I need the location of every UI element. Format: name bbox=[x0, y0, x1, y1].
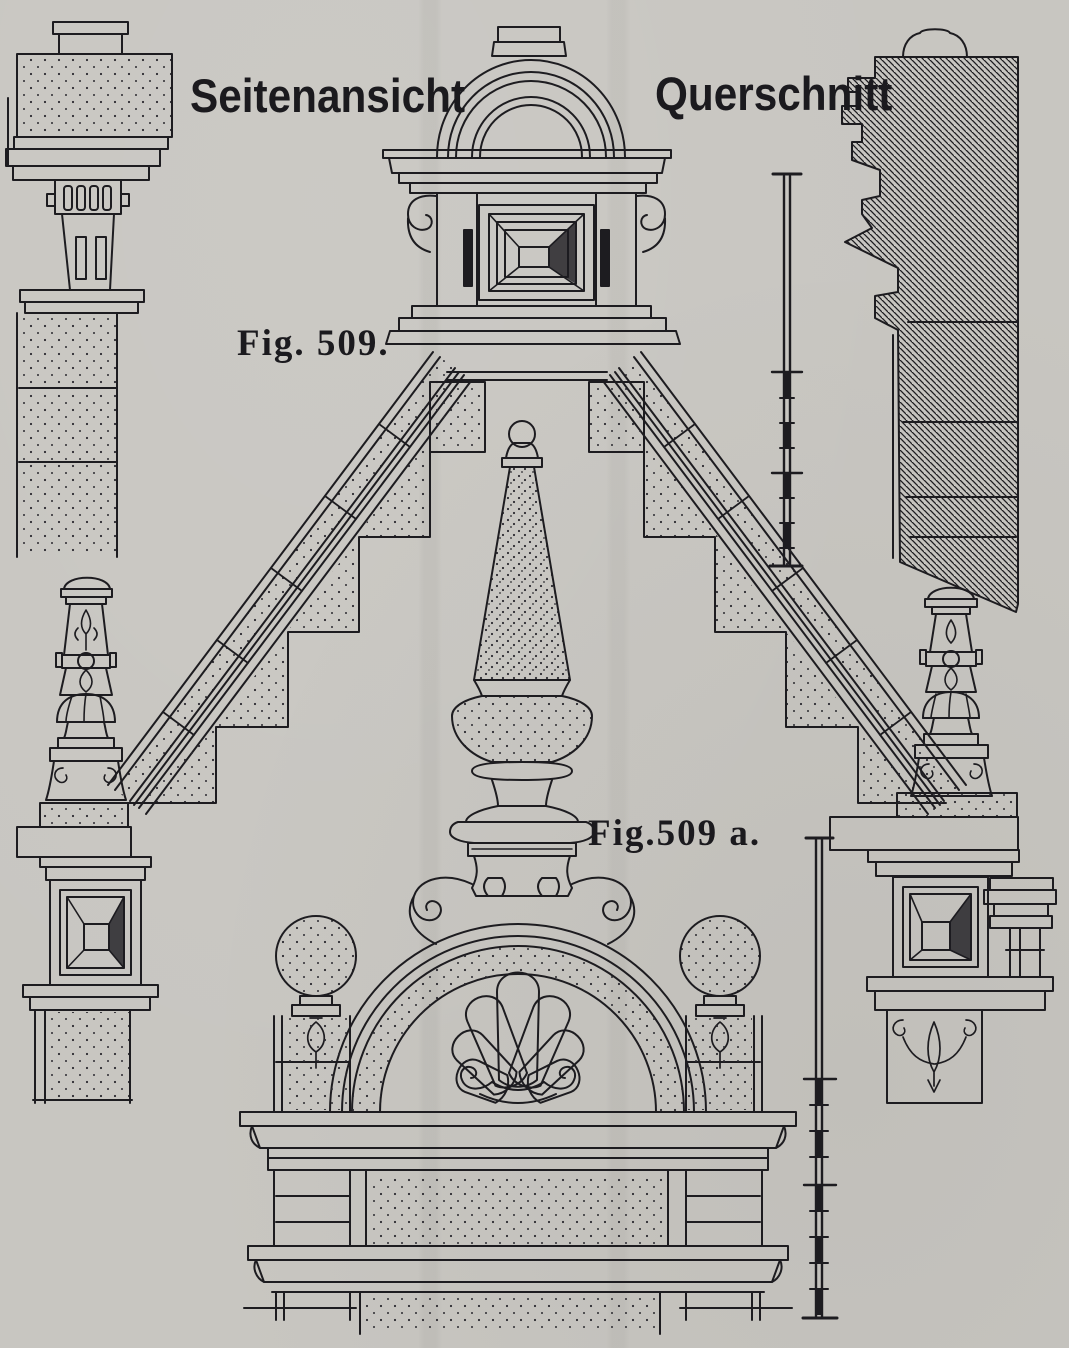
right-shoulder bbox=[829, 586, 1057, 1104]
label-figure-detail: Fig.509 a. bbox=[588, 813, 762, 854]
sphere-finial-left bbox=[273, 915, 357, 1113]
gable-raking-cornice-right bbox=[602, 351, 967, 815]
shell-ornament bbox=[451, 971, 585, 1104]
cross-section bbox=[841, 28, 1019, 613]
label-figure-main: Fig. 509. bbox=[237, 323, 390, 364]
side-view-column bbox=[5, 21, 173, 558]
entablature bbox=[239, 1111, 797, 1335]
left-shoulder bbox=[16, 576, 159, 1104]
gable-raking-cornice-left bbox=[107, 351, 472, 815]
gable-apex-blocks bbox=[429, 371, 645, 453]
label-cross-section: Querschnitt bbox=[655, 67, 893, 120]
scale-bar-upper bbox=[768, 172, 804, 568]
apex-pediment bbox=[382, 26, 681, 345]
label-side-view: Seitenansicht bbox=[190, 69, 466, 122]
obelisk-pedestal bbox=[408, 855, 636, 945]
obelisk-finial bbox=[449, 420, 595, 857]
scale-bar-lower bbox=[801, 836, 839, 1320]
lunette-detail bbox=[239, 915, 797, 1335]
sphere-finial-right bbox=[679, 915, 763, 1113]
